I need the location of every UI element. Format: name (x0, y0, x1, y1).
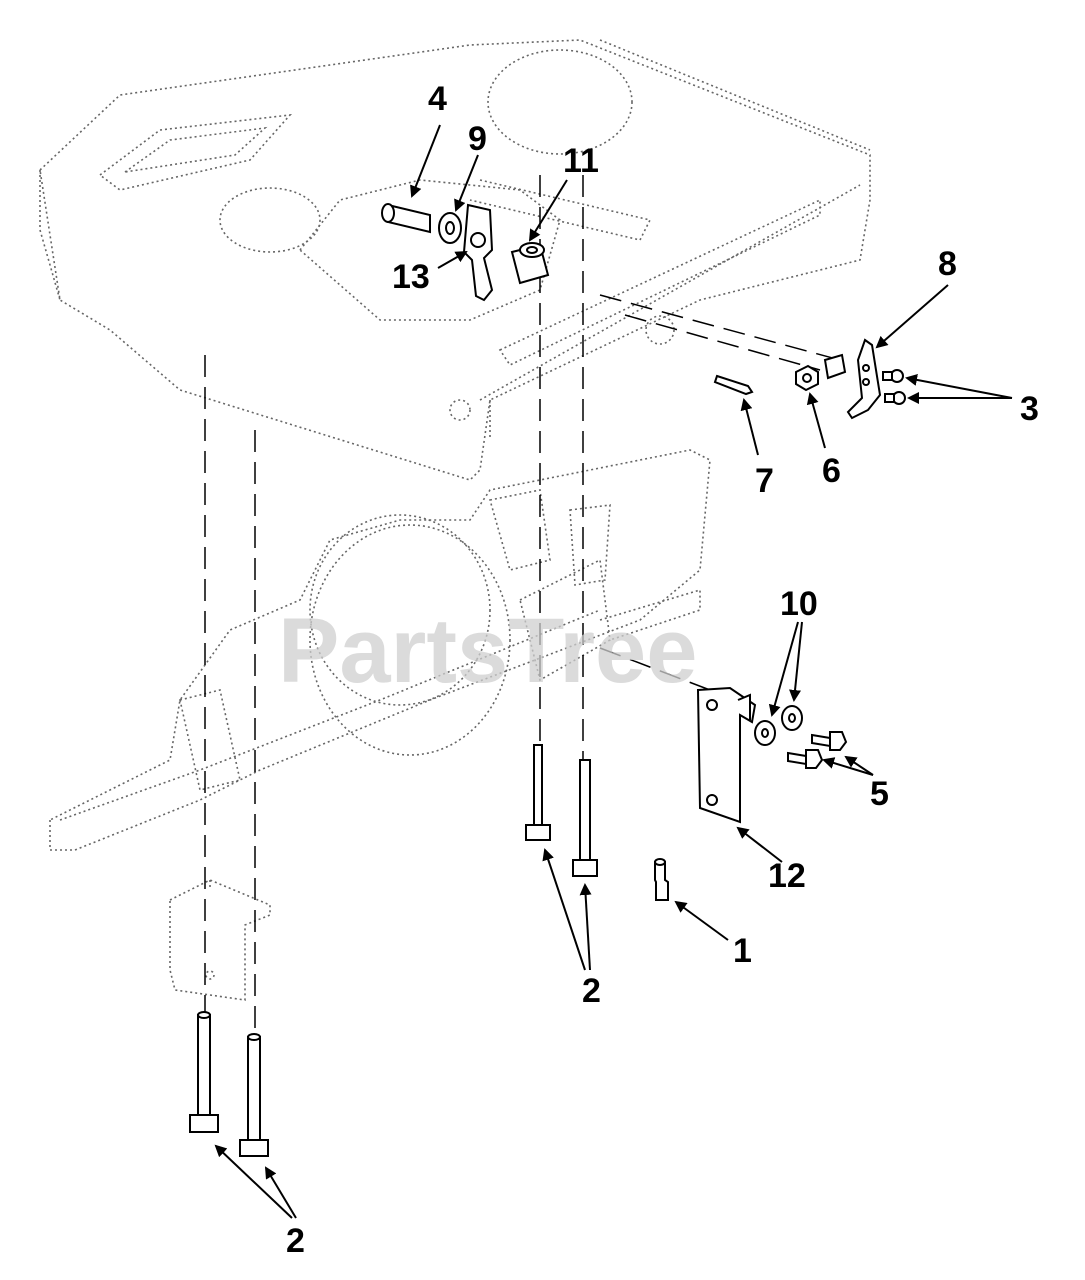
part-13-plate[interactable] (462, 203, 494, 302)
part-2-bolts[interactable] (189, 744, 598, 1157)
callout-9: 9 (468, 120, 487, 158)
part-7-cotter-pin[interactable] (713, 374, 754, 396)
callout-3: 3 (1020, 390, 1039, 428)
callout-2-lower: 2 (286, 1222, 305, 1260)
callout-1: 1 (733, 932, 752, 970)
transmission-assembly (49, 449, 711, 851)
callout-12: 12 (768, 857, 806, 895)
part-10-washers[interactable] (754, 705, 803, 746)
part-1-pin[interactable] (654, 858, 669, 901)
part-3-screws[interactable] (882, 369, 906, 405)
part-5-bolts[interactable] (787, 731, 848, 769)
assembly-lines (204, 175, 841, 1130)
part-11-spacer[interactable] (510, 242, 550, 285)
part-4-pin[interactable] (381, 203, 431, 234)
watermark: PartsTree (278, 600, 697, 702)
part-8-lever-bracket[interactable] (823, 338, 882, 420)
callout-10: 10 (780, 585, 818, 623)
callout-13: 13 (392, 258, 430, 296)
part-6-nut[interactable] (795, 364, 819, 392)
mount-bracket (169, 879, 271, 1001)
callout-5: 5 (870, 775, 889, 813)
callout-11: 11 (563, 142, 599, 180)
leader-lines (214, 124, 1013, 1219)
callout-4: 4 (428, 80, 447, 118)
callout-7: 7 (755, 462, 774, 500)
callout-8: 8 (938, 245, 957, 283)
part-12-bracket[interactable] (696, 686, 757, 824)
callout-labels: 4 9 11 13 8 3 6 7 10 5 12 1 2 2 (286, 80, 1039, 1260)
callout-2-upper: 2 (582, 972, 601, 1010)
part-9-washer[interactable] (438, 212, 462, 244)
chassis-frame (39, 39, 871, 481)
callout-6: 6 (822, 452, 841, 490)
